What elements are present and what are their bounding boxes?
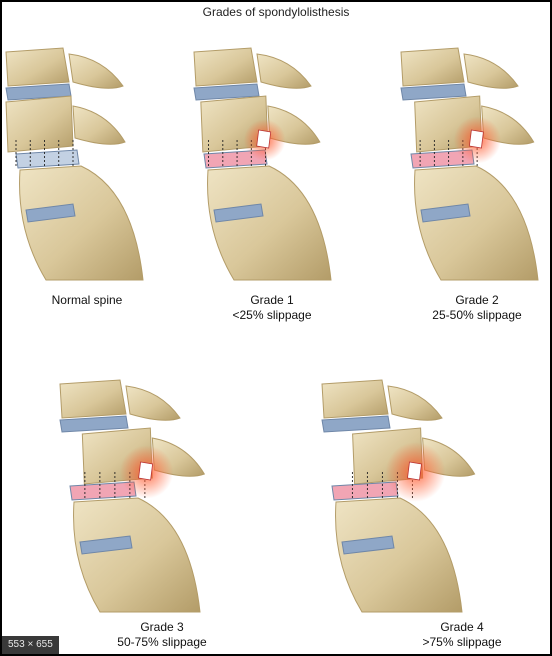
posterior-process-upper	[68, 53, 124, 89]
disc-upper	[193, 83, 260, 101]
caption-grade3: Grade 3 50-75% slippage	[87, 620, 237, 650]
caption-grade1-sublabel: <25% slippage	[232, 308, 312, 322]
caption-grade2-label: Grade 2	[455, 293, 499, 307]
disc-lumbosacral	[15, 149, 80, 169]
disc-upper	[59, 415, 129, 433]
disc-sacral	[213, 203, 264, 223]
pars-defect	[407, 461, 422, 481]
caption-grade1: Grade 1 <25% slippage	[197, 293, 347, 323]
caption-grade4-label: Grade 4	[440, 620, 484, 634]
caption-grade3-label: Grade 3	[140, 620, 184, 634]
caption-grade4-sublabel: >75% slippage	[422, 635, 502, 649]
spine-illustration-normal	[5, 47, 144, 281]
disc-upper	[400, 83, 467, 101]
disc-upper	[321, 415, 391, 433]
sacrum	[414, 165, 539, 281]
posterior-process-upper	[256, 53, 312, 89]
spine-illustration-grade3	[59, 379, 206, 613]
panel-normal	[2, 42, 162, 292]
caption-grade1-label: Grade 1	[250, 293, 294, 307]
vertebra-upper	[5, 47, 70, 87]
disc-lumbosacral	[410, 149, 475, 169]
panel-grade2	[397, 42, 550, 292]
vertebra-upper	[321, 379, 389, 419]
figure-title: Grades of spondylolisthesis	[202, 5, 350, 19]
disc-sacral	[420, 203, 471, 223]
posterior-process-upper	[125, 385, 181, 421]
vertebra-upper	[193, 47, 258, 87]
posterior-process-upper	[387, 385, 443, 421]
sacrum	[19, 165, 144, 281]
vertebra-upper	[59, 379, 127, 419]
disc-sacral	[25, 203, 76, 223]
disc-sacral	[79, 535, 133, 555]
spine-illustration-grade2	[400, 47, 539, 281]
caption-normal-label: Normal spine	[51, 293, 123, 307]
sacrum	[73, 497, 201, 613]
posterior-process-upper	[463, 53, 519, 89]
caption-grade2: Grade 2 25-50% slippage	[407, 293, 547, 323]
pars-defect	[138, 461, 154, 481]
caption-grade3-sublabel: 50-75% slippage	[117, 635, 207, 649]
posterior-process-middle	[72, 105, 126, 145]
spine-illustration-grade1	[193, 47, 332, 281]
panel-grade4	[312, 362, 532, 617]
caption-normal: Normal spine	[12, 293, 162, 308]
vertebra-slipping	[5, 95, 74, 153]
pars-defect	[468, 129, 484, 149]
caption-grade2-sublabel: 25-50% slippage	[432, 308, 522, 322]
spine-illustration-grade4	[321, 379, 476, 613]
disc-lumbosacral	[331, 481, 399, 501]
caption-grade4: Grade 4 >75% slippage	[387, 620, 537, 650]
panel-grade1	[190, 42, 350, 292]
image-size-badge: 553 × 655	[2, 636, 59, 654]
sacrum	[335, 497, 463, 613]
panel-grade3	[50, 362, 260, 617]
sacrum	[207, 165, 332, 281]
disc-sacral	[341, 535, 395, 555]
pars-defect	[256, 129, 272, 149]
vertebra-upper	[400, 47, 465, 87]
